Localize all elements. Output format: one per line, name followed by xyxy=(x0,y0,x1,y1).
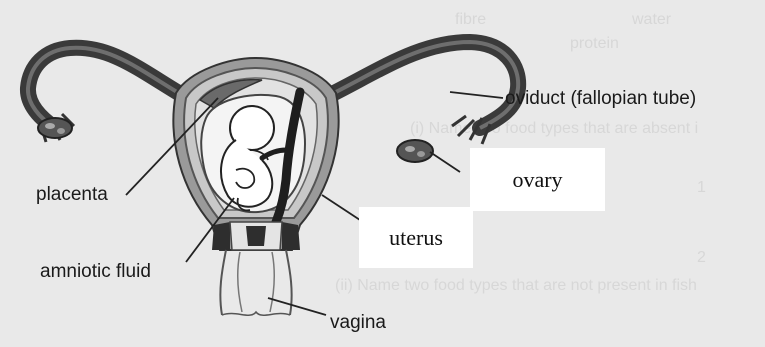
right-ovary xyxy=(397,140,433,162)
cervix xyxy=(230,222,282,250)
left-ovary xyxy=(38,118,72,138)
ovary-leader xyxy=(430,152,460,172)
ghost-question-ii: (ii) Name two food types that are not pr… xyxy=(335,277,697,294)
ghost-water: water xyxy=(631,11,672,28)
amniotic-fluid-label: amniotic fluid xyxy=(40,261,151,282)
ghost-protein: protein xyxy=(570,35,619,52)
ghost-fibre: fibre xyxy=(455,11,486,28)
oviduct-leader xyxy=(450,92,503,98)
ghost-question-i: (i) Name two food types that are absent … xyxy=(410,120,698,137)
placenta-label: placenta xyxy=(36,184,108,205)
ghost-number-2: 2 xyxy=(697,249,706,266)
uterus-label: uterus xyxy=(389,225,443,251)
ghost-number-1: 1 xyxy=(697,179,706,196)
oviduct-label: oviduct (fallopian tube) xyxy=(505,88,696,109)
uterus-label-box: uterus xyxy=(359,207,473,268)
vagina-leader xyxy=(268,298,326,315)
ovary-label: ovary xyxy=(512,167,562,193)
vagina xyxy=(220,250,291,315)
ovary-label-box: ovary xyxy=(470,148,605,211)
uterus-leader xyxy=(322,195,360,220)
vagina-label: vagina xyxy=(330,312,386,333)
